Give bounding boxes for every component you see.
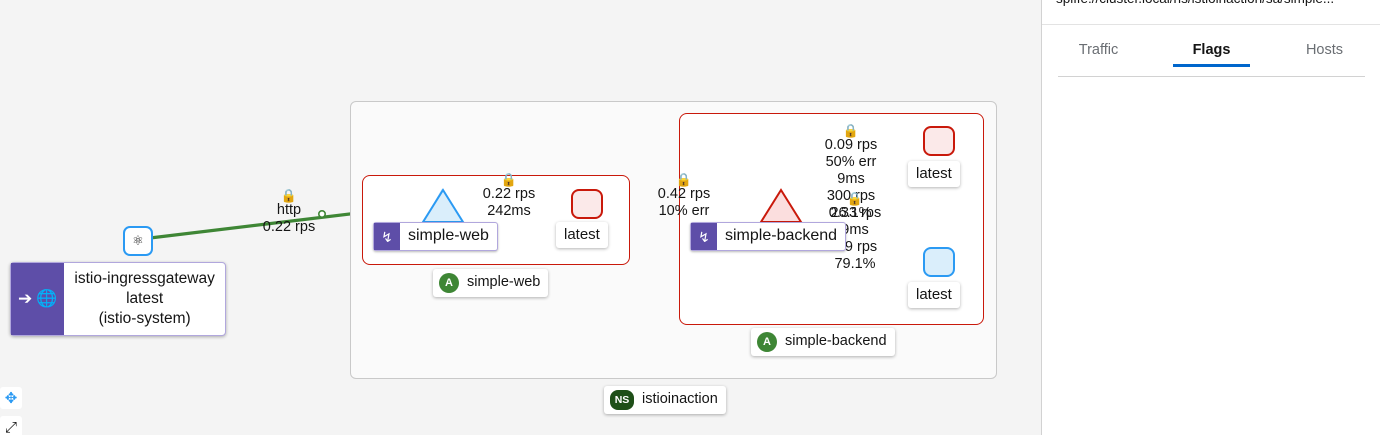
- node-simple-web-outline: [421, 188, 465, 223]
- edge-label-line: 0.42 rps: [657, 186, 711, 202]
- globe-icon: 🌐: [36, 289, 58, 308]
- fit-control[interactable]: ⤢: [0, 416, 22, 435]
- app-chip-label: simple-web: [467, 274, 541, 291]
- edge-label-gw-to-web: 🔒 http 0.22 rps: [253, 189, 325, 236]
- gateway-text: istio-ingressgateway latest (istio-syste…: [64, 263, 224, 335]
- service-node-icon[interactable]: ⚛: [123, 226, 153, 256]
- edge-label-line: 0.09 rps: [824, 137, 878, 153]
- version-chip-backend-latest-blue[interactable]: latest: [908, 282, 960, 308]
- app-chip-label: simple-backend: [785, 333, 887, 350]
- edge-label-line: 9ms: [837, 171, 865, 187]
- tabs-divider: [1058, 76, 1365, 77]
- edge-label-line: 300 rps: [826, 188, 876, 204]
- lock-icon: 🔒: [280, 188, 298, 203]
- pan-control[interactable]: ✥: [0, 387, 22, 409]
- gateway-namespace: (istio-system): [98, 310, 191, 327]
- workload-chip-simple-web[interactable]: ↯ simple-web: [373, 222, 498, 251]
- app-badge-icon: A: [757, 332, 777, 352]
- lock-icon: 🔒: [675, 172, 693, 187]
- edge-label-line: 26.1%: [830, 205, 872, 221]
- version-chip-label: latest: [916, 165, 952, 182]
- workload-chip-simple-backend[interactable]: ↯ simple-backend: [690, 222, 847, 251]
- tab-traffic[interactable]: Traffic: [1078, 42, 1119, 58]
- edge-label-line: 50% err: [825, 154, 877, 170]
- namespace-chip-label: istioinaction: [642, 391, 718, 408]
- edge-label-line: 79.1%: [834, 256, 876, 272]
- node-simple-web-latest[interactable]: [570, 188, 604, 220]
- node-simple-backend-workload[interactable]: [758, 185, 804, 225]
- lock-icon: 🔒: [500, 172, 518, 187]
- workload-chip-label: simple-backend: [725, 227, 838, 244]
- gateway-icons: ➔ 🌐: [11, 263, 65, 335]
- edge-label-line: 10% err: [658, 203, 710, 219]
- node-istio-ingressgateway[interactable]: ➔ 🌐 istio-ingressgateway latest (istio-s…: [10, 262, 226, 336]
- arrow-right-circle-icon: ➔: [18, 289, 33, 308]
- lock-icon: 🔒: [842, 123, 860, 138]
- node-simple-backend-latest-blue[interactable]: [922, 246, 956, 278]
- edge-label-line: 0.22 rps: [262, 219, 316, 235]
- lock-icon: 🔒: [846, 191, 864, 206]
- namespace-chip[interactable]: NS istioinaction: [604, 386, 726, 414]
- version-chip-label: latest: [916, 286, 952, 303]
- app-chip-simple-backend[interactable]: A simple-backend: [751, 328, 895, 356]
- edge-label-line: 0.33 rps: [828, 205, 882, 221]
- edge-label-line: http: [276, 202, 302, 218]
- edge-label-line: 0.22 rps: [482, 186, 536, 202]
- version-chip-label: latest: [564, 226, 600, 243]
- workload-icon: ↯: [691, 223, 717, 250]
- edge-label-line: 9ms: [841, 222, 869, 238]
- spiffe-identity-text: spiffe://cluster.local/ns/istioinaction/…: [1042, 0, 1380, 17]
- tab-hosts[interactable]: Hosts: [1305, 42, 1344, 58]
- version-chip-web-latest[interactable]: latest: [556, 222, 608, 248]
- tab-flags[interactable]: Flags: [1155, 36, 1268, 67]
- panel-tabs[interactable]: Traffic Flags Hosts: [1042, 36, 1380, 67]
- edge-label-line: 242ms: [487, 203, 531, 219]
- node-simple-backend-latest-red[interactable]: [922, 125, 956, 157]
- edge-label-web-to-latest: 🔒 0.22 rps 242ms: [473, 173, 545, 220]
- gateway-name: istio-ingressgateway: [74, 270, 215, 287]
- version-chip-backend-latest-red[interactable]: latest: [908, 161, 960, 187]
- panel-top-divider: [1042, 24, 1380, 25]
- edge-label-web-to-backend: 🔒 0.42 rps 10% err: [648, 173, 720, 220]
- gateway-version: latest: [126, 290, 164, 307]
- workload-icon: ↯: [374, 223, 400, 250]
- app-badge-icon: A: [439, 273, 459, 293]
- edge-label-backend-to-latest-red: 🔒 0.09 rps 50% err 9ms 300 rps 26.1%: [812, 124, 890, 222]
- workload-chip-label: simple-web: [408, 227, 489, 244]
- namespace-badge-icon: NS: [610, 390, 634, 410]
- side-panel: spiffe://cluster.local/ns/istioinaction/…: [1041, 0, 1380, 435]
- edge-label-backend-to-latest-green: 🔒 0.33 rps 9ms 0.9 rps 79.1%: [816, 192, 894, 273]
- graph-canvas[interactable]: 🔒 http 0.22 rps 🔒 0.22 rps 242ms 🔒 0.42 …: [0, 0, 1041, 435]
- app-chip-simple-web[interactable]: A simple-web: [433, 269, 549, 297]
